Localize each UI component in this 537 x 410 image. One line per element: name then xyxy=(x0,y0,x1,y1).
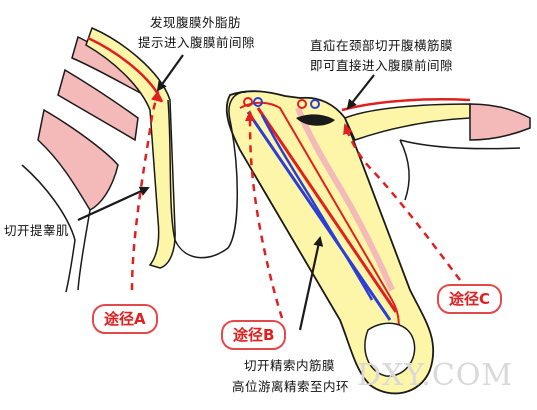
pointer-arrows xyxy=(77,54,375,331)
arrow-to-cremaster xyxy=(77,186,150,222)
route-c-badge: 途径C xyxy=(437,284,503,314)
spermatic-cord xyxy=(225,90,435,395)
left-abdominal-wall xyxy=(21,35,151,293)
label-direct-hernia-line1: 直疝在颈部切开腹横筋膜 xyxy=(310,38,454,53)
label-spermatic-fascia-line1: 切开精索内筋膜 xyxy=(244,358,336,373)
abdominal-wall-contour xyxy=(167,91,247,259)
route-b-arrow xyxy=(245,110,284,319)
route-arrows xyxy=(130,90,461,319)
route-b-badge: 途径B xyxy=(221,320,287,350)
route-a-badge: 途径A xyxy=(92,304,158,334)
label-cremaster: 切开提睾肌 xyxy=(4,223,70,238)
route-c-arrow xyxy=(343,123,461,281)
arrow-to-transversalis-fascia xyxy=(346,74,375,110)
label-preperitoneal-fat-line2: 提示进入腹膜前间隙 xyxy=(138,35,256,50)
label-direct-hernia-line2: 即可直接进入腹膜前间隙 xyxy=(310,58,454,73)
watermark: DXY.COM xyxy=(357,358,514,393)
arrow-to-preperitoneal-fat xyxy=(156,54,184,92)
label-preperitoneal-fat-line1: 发现腹膜外脂肪 xyxy=(150,15,242,30)
label-spermatic-fascia-line2: 高位游离精索至内环 xyxy=(232,379,350,394)
route-a-arrow xyxy=(130,90,161,291)
arrow-to-internal-spermatic-fascia xyxy=(298,236,324,331)
